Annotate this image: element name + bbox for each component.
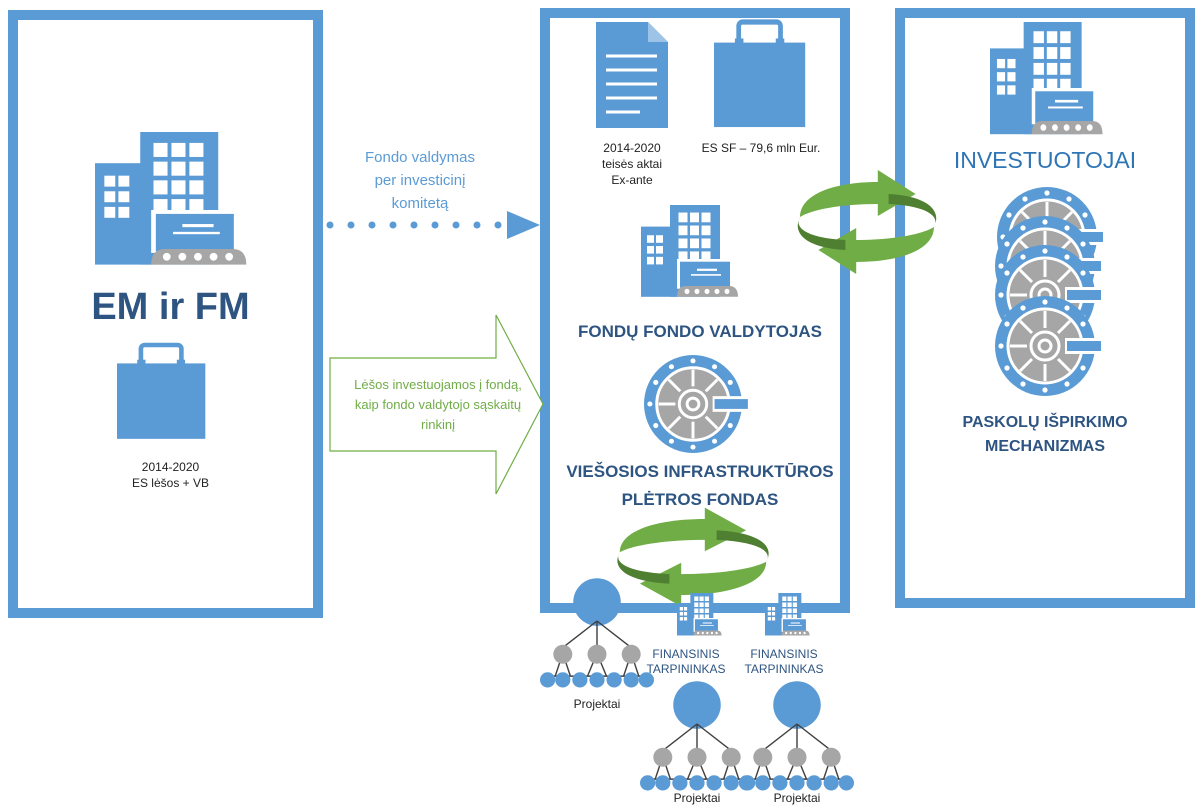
legal-acts-label: teisės aktai [601,157,663,171]
projects-tree-2 [639,680,755,792]
fund-manager-title: FONDŲ FONDO VALDYTOJAS [578,322,822,341]
intermediary-2-label-1: FINANSINIS [750,647,818,661]
loan-buyback-title-1: PASKOLŲ IŠPIRKIMO [962,414,1128,431]
fund-title-line-2: PLĖTROS FONDAS [621,490,779,509]
fund-management-label-2: per investicinį [374,172,466,189]
projects-label-3: Projektai [773,791,821,805]
projects-tree-3 [739,680,855,792]
left-panel [8,10,323,618]
fund-management-label-1: Fondo valdymas [364,149,476,166]
outline-arrow [329,314,544,495]
eu-funds-amount: ES SF – 79,6 mln Eur. [701,141,821,155]
investors-title: INVESTUOTOJAI [953,147,1137,173]
investment-label-3: rinkinį [421,417,455,432]
fund-management-label-3: komitetą [391,195,449,212]
projects-label-1: Projektai [573,697,621,711]
intermediary-1-label-2: TARPININKAS [646,662,726,676]
ex-ante-label: Ex-ante [611,173,653,187]
intermediary-1-label-1: FINANSINIS [652,647,720,661]
ministry-funds-sources: ES lėšos + VB [131,476,210,490]
intermediary-2-label-2: TARPININKAS [744,662,824,676]
investment-label-2: kaip fondo valdytojo sąskaitų [354,397,522,412]
legal-acts-period: 2014-2020 [603,141,661,155]
ministry-funds-period: 2014-2020 [141,460,200,474]
loan-buyback-title-2: MECHANIZMAS [985,438,1105,455]
investment-label-1: Lėšos investuojamos į fondą, [354,377,522,392]
fund-title-line-1: VIEŠOSIOS INFRASTRUKTŪROS [566,462,834,481]
document-icon [596,22,668,128]
ministries-title: EM ir FM [91,286,250,328]
dotted-arrow [326,211,540,239]
projects-label-2: Projektai [673,791,721,805]
